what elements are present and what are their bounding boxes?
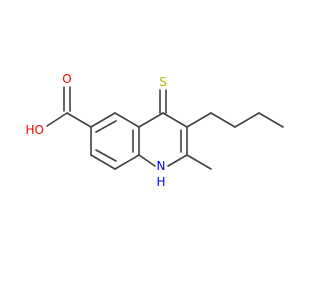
bond-butyl-1: [186, 112, 212, 128]
sulfur-label: S: [159, 75, 167, 89]
bond-cooh-c-ring: [66, 112, 92, 128]
hydroxyl-label: HO: [26, 123, 44, 137]
atom-label-group: O HO S N H: [26, 72, 167, 189]
bond-butyl-3: [234, 112, 260, 128]
bond-ring-a-1-inner: [95, 120, 117, 133]
bond-ring-b-1: [138, 112, 164, 128]
bond-ring-a-5-inner: [95, 149, 117, 162]
bond-ring-b-2: [162, 112, 188, 128]
bond-ring-a-2: [114, 112, 140, 128]
bond-ring-a-5: [90, 154, 116, 170]
molecule-structure-diagram: O HO S N H: [26, 72, 284, 189]
hydrogen-label: H: [156, 175, 165, 189]
bond-ring-a-4: [114, 154, 140, 170]
bond-group: [46, 86, 284, 170]
nitrogen-label: N: [157, 159, 166, 173]
bond-butyl-4: [258, 112, 284, 128]
oxygen-label: O: [62, 72, 71, 86]
bond-butyl-2: [210, 112, 236, 128]
bond-ring-a-1: [90, 112, 116, 128]
bond-ring-b-5: [138, 154, 156, 167]
bond-cooh-c-oh: [46, 112, 68, 127]
bond-methyl: [186, 154, 212, 170]
bond-ring-b-4: [167, 154, 188, 167]
